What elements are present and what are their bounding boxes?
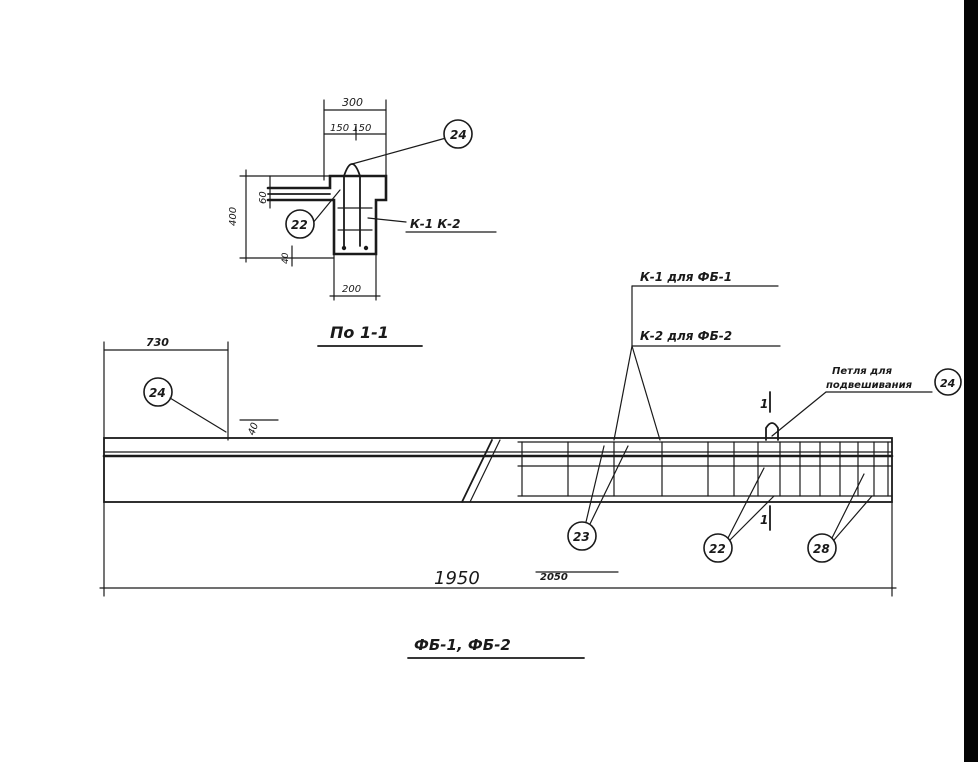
callout-number: 28 [813,542,830,556]
dim-total-length: 1950 [434,568,480,589]
leader-line [351,137,447,165]
dim-small: 40 [246,421,261,437]
leader-line [727,467,765,539]
callout-circle [285,209,315,239]
frame-label: К-1 К-2 [410,217,460,231]
callout-circle [443,119,473,149]
loop-note-line2: подвешивания [826,380,913,391]
note-leader [631,345,661,441]
dim-side: 60 [258,191,269,204]
dim-height: 400 [228,207,239,226]
dim-total-length-alt: 2050 [540,572,568,583]
dim-base-width: 200 [342,284,361,295]
leader-line [831,473,865,539]
callout-number: 22 [291,218,308,232]
loop-leader [771,391,827,437]
section-mark-bottom-label: 1 [760,513,768,527]
lifting-loop [765,422,779,441]
leader-line [311,189,341,225]
note-leader [613,345,633,441]
dim-total-width: 300 [342,96,363,109]
callout-circle [143,377,173,407]
beam-outline [103,437,893,503]
leader-line [585,445,605,523]
callout-circle [567,521,597,551]
rebar-dot [363,245,369,251]
loop-note-line1: Петля для [832,366,893,377]
break-line [461,439,493,503]
leader-line [589,445,629,525]
dim-left-span: 730 [146,336,169,349]
dim-sub-widths: 150 150 [330,123,371,134]
leader-line [729,495,775,541]
callout-number: 23 [573,530,590,544]
leader-line [169,397,227,433]
section-mark-top-label: 1 [760,397,768,411]
section-outline [266,174,388,256]
elevation-view: 730 24 40 [99,270,962,659]
dim-bottom-gap: 40 [281,252,291,264]
callout-number: 24 [450,128,467,142]
scan-border [964,0,978,762]
callout-circle [703,533,733,563]
callout-number: 24 [940,377,955,390]
section-title: По 1-1 [330,323,389,342]
callout-circle [934,368,962,396]
leader-line [833,495,873,541]
cross-section: 300 150 150 200 400 60 40 24 22 [228,96,497,347]
stirrups [521,441,889,497]
elevation-title: ФБ-1, ФБ-2 [414,636,511,654]
frame-note-2: К-2 для ФБ-2 [640,329,732,343]
callout-circle [807,533,837,563]
rebar-dot [341,245,347,251]
callout-number: 24 [149,386,166,400]
break-line-2 [469,439,501,503]
callout-number: 22 [709,542,726,556]
frame-note-1: К-1 для ФБ-1 [640,270,732,284]
leader-line [367,217,407,223]
